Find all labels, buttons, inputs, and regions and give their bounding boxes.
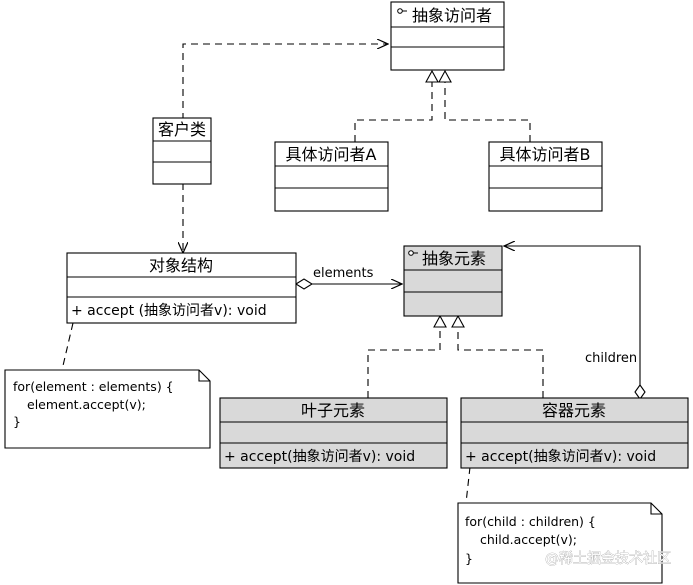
children-label: children	[585, 351, 637, 366]
visitor-a-realization	[354, 72, 433, 142]
class-leaf-element: 叶子元素 + accept(抽象访问者v): void	[219, 397, 448, 469]
container-diamond	[634, 384, 646, 400]
note-container-anchor	[465, 466, 471, 504]
client-to-visitor-dependency	[182, 44, 388, 120]
class-visitor-a: 具体访问者A	[274, 141, 389, 212]
interface-icon	[408, 250, 414, 256]
leaf-element-name: 叶子元素	[301, 401, 365, 420]
note-container-line-2: child.accept(v);	[480, 532, 577, 547]
visitor-b-realization	[444, 72, 531, 142]
class-abstract-visitor: 抽象访问者	[390, 1, 505, 71]
visitor-b-name: 具体访问者B	[500, 145, 591, 164]
container-element-name: 容器元素	[542, 401, 606, 420]
generalization-arrowheads	[425, 69, 465, 328]
structure-diamond	[294, 278, 314, 290]
object-structure-name: 对象结构	[149, 256, 213, 275]
elements-label: elements	[313, 266, 374, 281]
note-object-structure: for(element : elements) { element.accept…	[4, 369, 211, 449]
class-container-element: 容器元素 + accept(抽象访问者v): void	[460, 397, 689, 469]
leaf-accept-method: + accept(抽象访问者v): void	[224, 449, 415, 465]
object-structure-accept-method: + accept (抽象访问者v): void	[71, 303, 267, 319]
connectors	[61, 44, 641, 504]
visitor-a-name: 具体访问者A	[286, 145, 377, 164]
visitor-a-triangle	[425, 69, 439, 83]
note-structure-line-2: element.accept(v);	[27, 397, 146, 412]
note-structure-line-3: }	[13, 414, 21, 429]
container-triangle	[451, 314, 465, 328]
class-object-structure: 对象结构 + accept (抽象访问者v): void	[66, 252, 297, 324]
container-realization	[457, 316, 544, 398]
leaf-triangle	[433, 314, 447, 328]
note-container: for(child : children) { child.accept(v);…	[457, 502, 663, 584]
children-aggregation	[504, 246, 641, 385]
class-client: 客户类	[152, 117, 212, 185]
leaf-realization	[367, 316, 441, 398]
note-container-line-1: for(child : children) {	[465, 514, 596, 529]
visitor-b-triangle	[438, 69, 452, 83]
abstract-element-name: 抽象元素	[422, 249, 486, 268]
client-name: 客户类	[158, 120, 206, 139]
abstract-visitor-name: 抽象访问者	[412, 6, 492, 25]
note-container-line-3: }	[465, 551, 473, 566]
class-abstract-element: 抽象元素	[403, 245, 503, 317]
watermark: @稀土掘金技术社区	[545, 551, 671, 567]
class-visitor-b: 具体访问者B	[488, 141, 603, 212]
note-structure-anchor	[61, 322, 74, 371]
note-structure-line-1: for(element : elements) {	[13, 379, 174, 394]
container-accept-method: + accept(抽象访问者v): void	[465, 449, 656, 465]
interface-icon	[397, 8, 403, 14]
